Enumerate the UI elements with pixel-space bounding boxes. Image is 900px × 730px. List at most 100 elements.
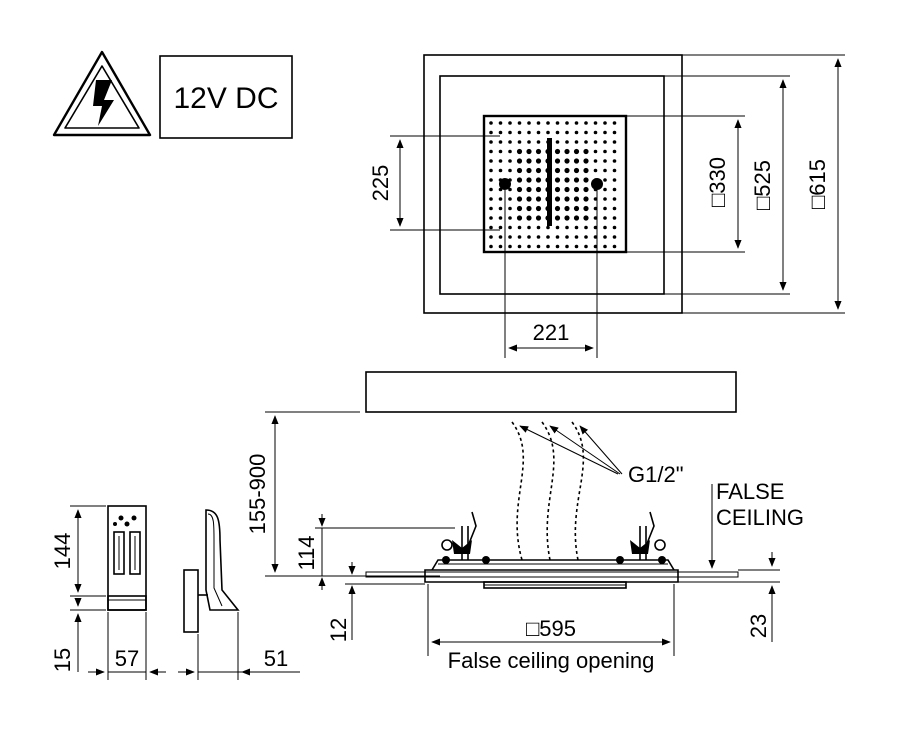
pipe-thread-label: G1/2"	[628, 462, 684, 487]
nozzle-dot	[527, 235, 531, 239]
nozzle-dot	[554, 205, 561, 212]
nozzle-dot	[612, 140, 617, 144]
nozzle-dot	[526, 205, 532, 212]
nozzle-dot	[593, 168, 598, 173]
nozzle-dot	[517, 121, 522, 125]
nozzle-dot	[565, 244, 569, 249]
hose-3	[571, 421, 585, 561]
nozzle-dot	[489, 225, 493, 230]
nozzle-dot	[535, 205, 542, 212]
nozzle-dot	[489, 197, 493, 201]
nozzle-dot	[546, 244, 550, 249]
nozzle-dot	[603, 140, 607, 144]
nozzle-dot	[516, 177, 523, 183]
nozzle-dot	[555, 130, 560, 135]
voltage-box: 12V DC	[159, 55, 293, 139]
nozzle-dot	[498, 121, 503, 125]
nozzle-dot	[612, 159, 617, 163]
nozzle-dot	[498, 149, 503, 154]
nozzle-dot	[565, 130, 569, 135]
false-ceiling-board	[365, 571, 739, 578]
nozzle-dot	[489, 121, 493, 125]
nozzle-dot	[583, 196, 589, 202]
nozzle-dot	[554, 167, 561, 174]
nozzle-dot	[573, 215, 580, 221]
nozzle-dot	[527, 130, 531, 135]
nozzle-dot	[593, 206, 598, 211]
nozzle-dot	[612, 130, 617, 135]
nozzle-dot	[565, 140, 569, 144]
nozzle-dot	[498, 140, 503, 144]
nozzle-dot	[612, 225, 617, 230]
nozzle-dot	[603, 206, 607, 211]
dim-155-900: 155-900	[245, 454, 270, 535]
nozzle-dot	[584, 121, 588, 125]
nozzle-dot	[565, 121, 569, 125]
shower-panel	[482, 114, 628, 254]
nozzle-dot	[535, 167, 542, 174]
nozzle-dot	[536, 130, 541, 135]
nozzle-dot	[612, 121, 617, 125]
nozzle-dot	[593, 225, 598, 230]
nozzle-dot	[546, 130, 550, 135]
nozzle-dot	[555, 225, 560, 230]
nozzle-dot	[489, 149, 493, 154]
nozzle-dot	[536, 235, 541, 239]
dim-51: 51	[264, 646, 288, 671]
nozzle-dot	[593, 140, 598, 144]
nozzle-dot	[498, 244, 503, 249]
left-suspension-bracket	[441, 511, 490, 564]
nozzle-dot	[489, 140, 493, 144]
nozzle-dot	[564, 196, 570, 202]
nozzle-dot	[489, 159, 493, 163]
nozzle-dot	[516, 215, 523, 221]
nozzle-dot	[508, 216, 512, 220]
nozzle-dot	[554, 177, 561, 183]
nozzle-dot	[508, 168, 512, 173]
nozzle-dot	[554, 158, 561, 164]
nozzle-dot	[498, 159, 503, 163]
nozzle-dot	[527, 244, 531, 249]
dim-615: □615	[805, 159, 830, 209]
nozzle-dot	[489, 178, 493, 182]
middle-frame	[439, 75, 665, 295]
nozzle-dot	[498, 130, 503, 135]
nozzle-dot	[508, 225, 512, 230]
nozzle-dot	[546, 225, 550, 230]
nozzle-dot	[535, 186, 542, 193]
nozzle-dot	[516, 148, 523, 155]
nozzle-dot	[498, 235, 503, 239]
right-nozzle	[591, 178, 603, 190]
nozzle-dot	[536, 121, 541, 125]
nozzle-dot	[574, 130, 579, 135]
nozzle-dot	[516, 196, 523, 202]
nozzle-dot	[612, 244, 617, 249]
nozzle-dot	[546, 121, 550, 125]
nozzle-dot	[554, 186, 561, 193]
nozzle-dot	[584, 244, 588, 249]
nozzle-dot	[498, 216, 503, 220]
nozzle-dot	[583, 186, 589, 193]
nozzle-dot	[516, 186, 523, 193]
nozzle-dot	[593, 244, 598, 249]
nozzle-dot	[516, 205, 523, 212]
nozzle-dot	[536, 225, 541, 230]
nozzle-dot	[593, 235, 598, 239]
nozzle-dot	[564, 158, 570, 164]
nozzle-dot	[527, 121, 531, 125]
nozzle-dot	[508, 197, 512, 201]
nozzle-dot	[555, 121, 560, 125]
nozzle-dot	[584, 130, 588, 135]
nozzle-dot	[603, 149, 607, 154]
top-view: 225 221 □330 □525 □615	[368, 54, 845, 358]
nozzle-dot	[565, 235, 569, 239]
left-nozzle	[499, 178, 511, 190]
dim-225: 225	[368, 165, 393, 202]
nozzle-dot	[584, 140, 588, 144]
nozzle-dot	[508, 140, 512, 144]
dim-595: □595	[526, 616, 576, 641]
nozzle-dot	[536, 244, 541, 249]
nozzle-dot	[612, 206, 617, 211]
